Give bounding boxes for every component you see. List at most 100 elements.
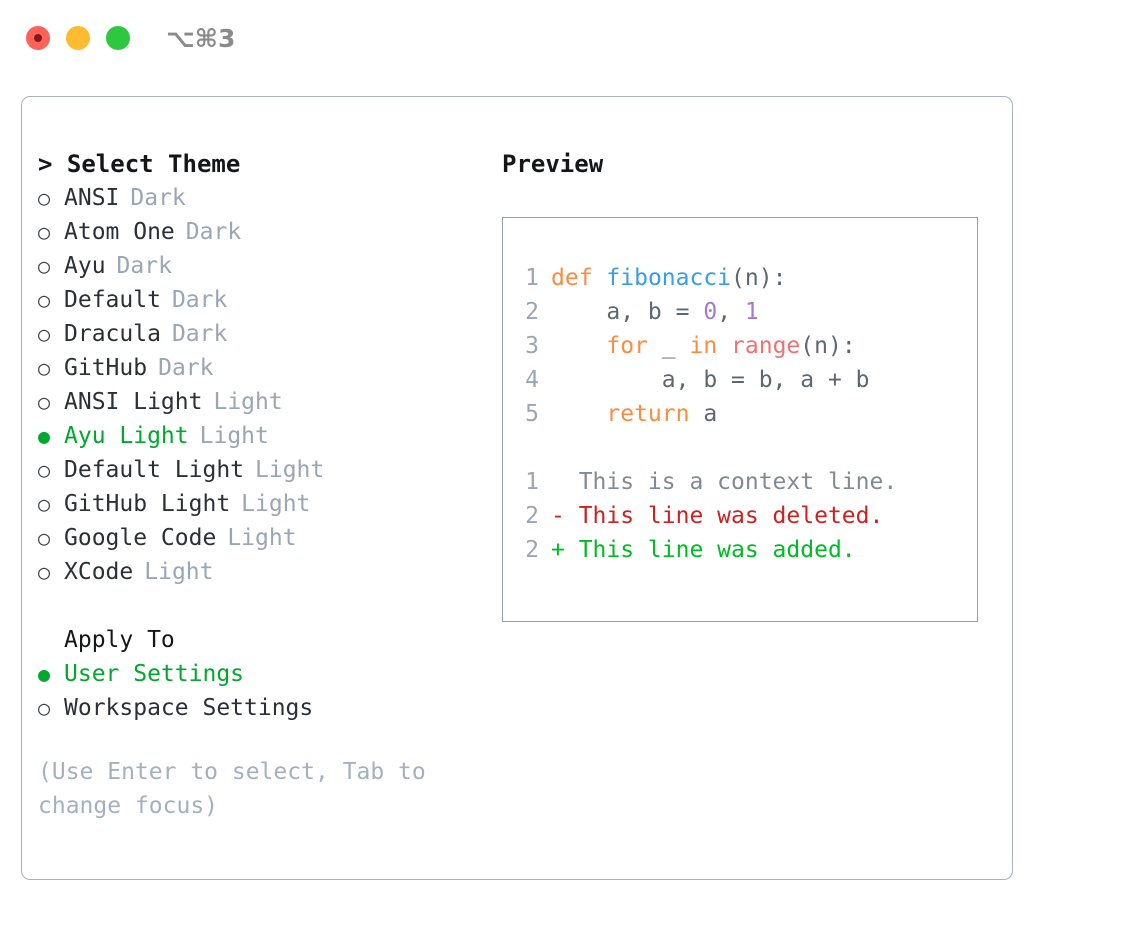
theme-option-label: Ayu <box>64 253 106 279</box>
theme-option-kind: Light <box>199 423 269 449</box>
line-number: 2 <box>525 537 539 563</box>
diff-text-ctx: This is a context line. <box>551 469 898 495</box>
diff-text-add: + This line was added. <box>551 537 856 563</box>
code-token-num: 0 <box>703 299 718 325</box>
line-number: 1 <box>525 469 539 495</box>
line-number: 5 <box>525 401 539 427</box>
theme-option-ayu-light[interactable]: ● Ayu Light Light <box>38 419 498 453</box>
theme-option-label: GitHub <box>64 355 148 381</box>
code-line: 3 for _ in range(n): <box>517 329 897 363</box>
radio-unselected-icon: ○ <box>38 390 51 414</box>
minimize-button[interactable] <box>66 26 90 50</box>
theme-option-label: Atom One <box>64 219 175 245</box>
theme-option-kind: Light <box>255 457 325 483</box>
title-bar: ⌥⌘3 <box>0 0 1140 76</box>
code-token-plain <box>551 401 606 427</box>
theme-option-google-code[interactable]: ○ Google Code Light <box>38 521 498 555</box>
radio-unselected-icon: ○ <box>38 356 51 380</box>
apply-to-option-user-settings[interactable]: ● User Settings <box>38 657 498 691</box>
diff-line: 2 - This line was deleted. <box>517 499 897 533</box>
code-token-plain: , <box>717 299 745 325</box>
line-number: 4 <box>525 367 539 393</box>
theme-option-label: Google Code <box>64 525 217 551</box>
theme-option-label: Default <box>64 287 161 313</box>
window-title: ⌥⌘3 <box>166 24 236 53</box>
code-token-fn: fibonacci <box>606 265 732 291</box>
code-token-num: 1 <box>744 299 759 325</box>
apply-to-list: ● User Settings ○ Workspace Settings <box>38 657 498 725</box>
code-token-kw: for <box>606 333 648 359</box>
code-token-builtin: range <box>731 333 801 359</box>
theme-option-xcode[interactable]: ○ XCode Light <box>38 555 498 589</box>
theme-option-kind: Dark <box>158 355 214 381</box>
code-line: 1 def fibonacci(n): <box>517 261 897 295</box>
radio-selected-icon: ● <box>38 662 51 686</box>
select-theme-heading: > Select Theme <box>38 150 241 178</box>
theme-option-ansi[interactable]: ○ ANSI Dark <box>38 181 498 215</box>
theme-option-label: ANSI <box>64 185 120 211</box>
theme-option-ansi-light[interactable]: ○ ANSI Light Light <box>38 385 498 419</box>
code-line: 2 a, b = 0, 1 <box>517 295 897 329</box>
theme-option-label: XCode <box>64 559 134 585</box>
radio-unselected-icon: ○ <box>38 526 51 550</box>
line-number: 3 <box>525 333 539 359</box>
code-token-plain <box>717 333 731 359</box>
radio-unselected-icon: ○ <box>38 458 51 482</box>
theme-option-github[interactable]: ○ GitHub Dark <box>38 351 498 385</box>
zoom-button[interactable] <box>106 26 130 50</box>
code-token-kw: return <box>606 401 690 427</box>
diff-line: 2 + This line was added. <box>517 533 897 567</box>
theme-option-kind: Light <box>241 491 311 517</box>
radio-selected-icon: ● <box>38 424 51 448</box>
theme-option-label: Dracula <box>64 321 161 347</box>
code-token-plain: a, b = b, a + b <box>551 367 870 393</box>
code-token-kw: in <box>689 333 718 359</box>
theme-option-kind: Light <box>227 525 297 551</box>
code-token-kw: def <box>551 265 593 291</box>
theme-option-ayu[interactable]: ○ Ayu Dark <box>38 249 498 283</box>
theme-option-kind: Dark <box>116 253 172 279</box>
theme-option-kind: Dark <box>130 185 186 211</box>
theme-option-label: GitHub Light <box>64 491 231 517</box>
theme-option-label: ANSI Light <box>64 389 203 415</box>
radio-unselected-icon: ○ <box>38 696 51 720</box>
code-line: 5 return a <box>517 397 897 431</box>
theme-option-kind: Dark <box>171 321 228 347</box>
apply-to-option-workspace-settings[interactable]: ○ Workspace Settings <box>38 691 498 725</box>
code-line: 4 a, b = b, a + b <box>517 363 897 397</box>
radio-unselected-icon: ○ <box>38 254 51 278</box>
theme-option-kind: Light <box>213 389 283 415</box>
apply-to-option-label: Workspace Settings <box>64 695 314 721</box>
diff-text-del: - This line was deleted. <box>551 503 884 529</box>
code-blank-line <box>517 431 897 465</box>
traffic-light-group <box>26 26 130 50</box>
apply-to-option-label: User Settings <box>64 661 245 687</box>
code-token-punc: (n): <box>800 333 856 359</box>
radio-unselected-icon: ○ <box>38 560 51 584</box>
theme-option-kind: Light <box>144 559 214 585</box>
line-number: 2 <box>525 299 539 325</box>
radio-unselected-icon: ○ <box>38 186 51 210</box>
line-number: 1 <box>525 265 539 291</box>
theme-option-label: Ayu Light <box>64 423 189 449</box>
theme-option-kind: Dark <box>171 287 228 313</box>
code-token-plain <box>593 265 607 291</box>
diff-line: 1 This is a context line. <box>517 465 897 499</box>
code-token-plain: a, b = <box>551 299 704 325</box>
code-token-plain: a <box>689 401 718 427</box>
close-button[interactable] <box>26 26 50 50</box>
code-token-punc: (n): <box>731 265 787 291</box>
code-token-plain <box>551 333 606 359</box>
line-number: 2 <box>525 503 539 529</box>
